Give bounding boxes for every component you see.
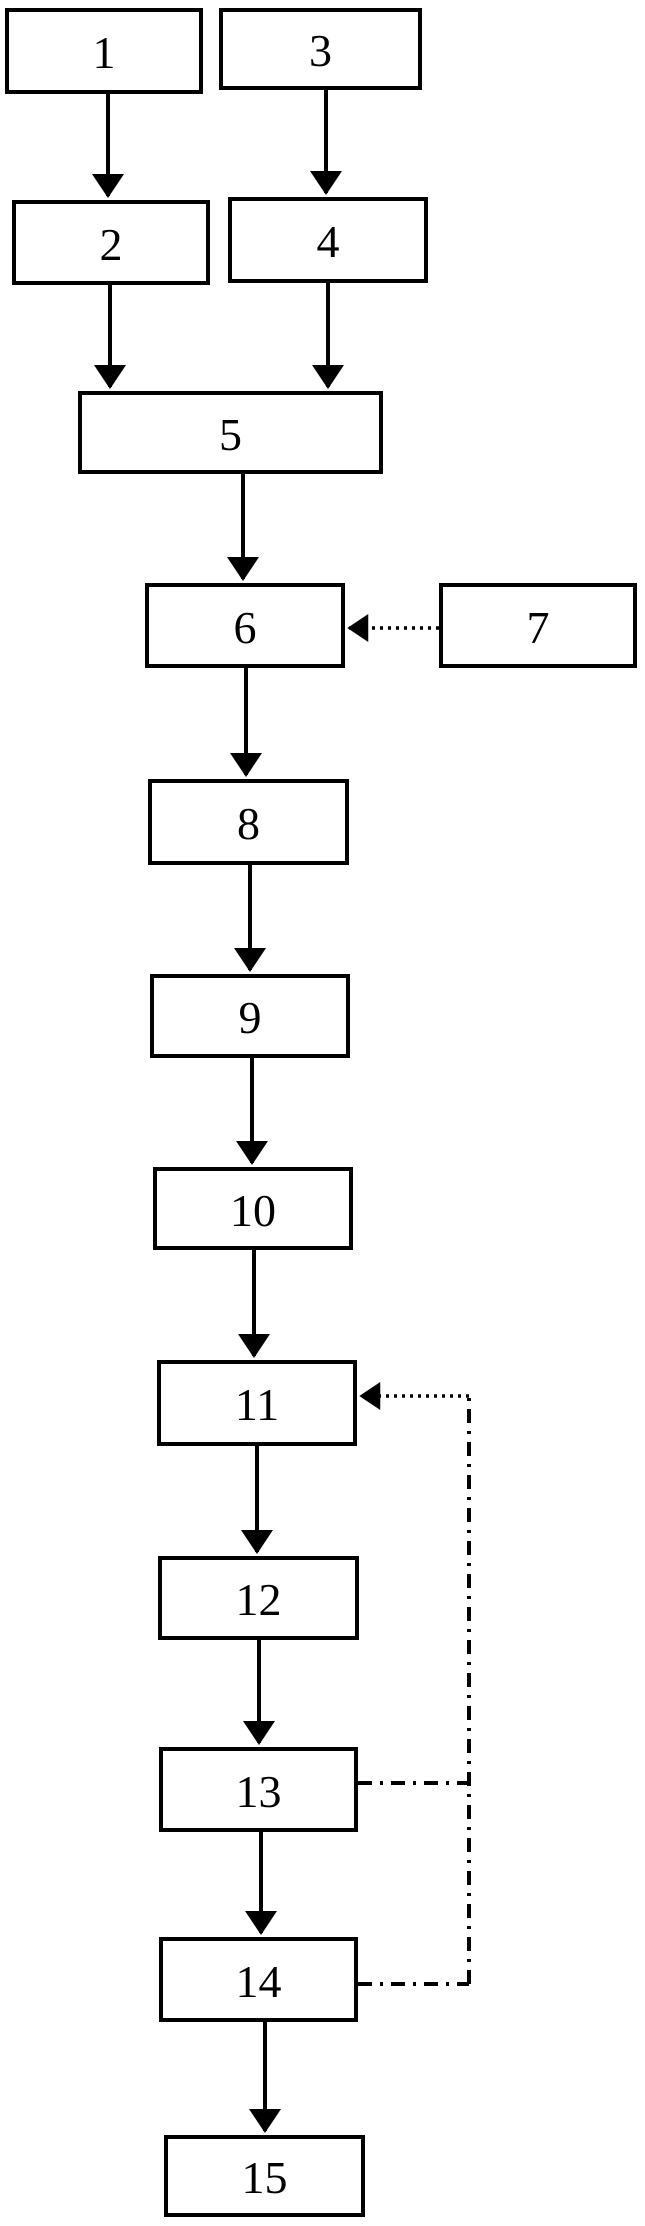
node-box-4: 4 bbox=[228, 197, 428, 283]
node-label-1: 1 bbox=[92, 27, 116, 78]
node-box-13: 13 bbox=[159, 1747, 358, 1832]
node-label-10: 10 bbox=[230, 1184, 276, 1236]
node-box-1: 1 bbox=[5, 8, 203, 94]
node-box-9: 9 bbox=[150, 974, 350, 1058]
node-box-5: 5 bbox=[78, 391, 383, 474]
node-label-13: 13 bbox=[235, 1765, 282, 1817]
node-label-5: 5 bbox=[219, 408, 242, 460]
node-box-7: 7 bbox=[439, 583, 637, 668]
node-box-12: 12 bbox=[158, 1556, 359, 1640]
node-box-11: 11 bbox=[157, 1360, 357, 1446]
node-label-14: 14 bbox=[235, 1955, 282, 2007]
node-box-14: 14 bbox=[159, 1937, 358, 2022]
node-label-3: 3 bbox=[309, 25, 332, 76]
node-label-2: 2 bbox=[99, 218, 123, 270]
node-label-8: 8 bbox=[237, 798, 260, 849]
node-box-3: 3 bbox=[219, 8, 422, 90]
node-box-15: 15 bbox=[164, 2135, 365, 2217]
node-box-2: 2 bbox=[12, 200, 210, 285]
node-label-9: 9 bbox=[238, 992, 262, 1043]
node-label-12: 12 bbox=[235, 1574, 282, 1625]
node-box-6: 6 bbox=[145, 583, 345, 668]
node-label-4: 4 bbox=[316, 216, 340, 267]
node-box-8: 8 bbox=[148, 779, 349, 865]
node-box-10: 10 bbox=[153, 1167, 353, 1250]
node-label-6: 6 bbox=[233, 601, 257, 653]
node-label-15: 15 bbox=[241, 2152, 288, 2203]
node-label-11: 11 bbox=[234, 1379, 280, 1430]
node-label-7: 7 bbox=[526, 601, 550, 653]
